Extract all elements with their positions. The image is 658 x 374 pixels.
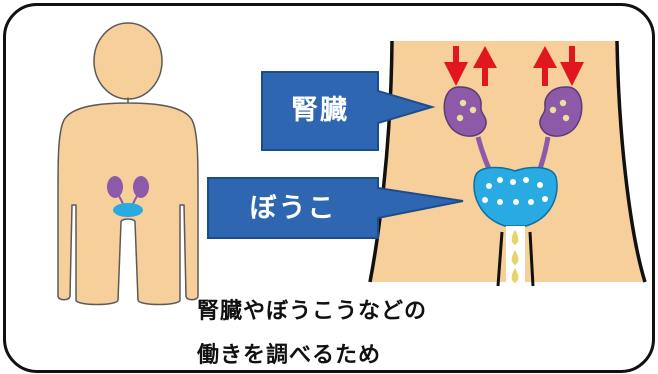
mini-kidney-left [107, 176, 123, 198]
urine-drops [511, 230, 519, 283]
human-figure [57, 22, 199, 306]
caption-line-1: 腎臓やぼうこうなどの [197, 299, 428, 324]
mini-kidney-right [133, 176, 149, 198]
callout-kidney [261, 71, 436, 151]
kidney-right [539, 86, 583, 137]
bladder-label: ぼうこ [249, 193, 337, 224]
arrows-left [444, 46, 497, 86]
torso-closeup [368, 40, 647, 287]
bladder [473, 166, 558, 227]
arrows-right [533, 46, 584, 86]
kidney-left [443, 86, 487, 137]
kidney-label: 腎臓 [291, 95, 349, 126]
caption-line-2: 働きを調べるため [197, 343, 382, 368]
mini-bladder [113, 203, 143, 217]
callout-bladder [207, 177, 464, 239]
